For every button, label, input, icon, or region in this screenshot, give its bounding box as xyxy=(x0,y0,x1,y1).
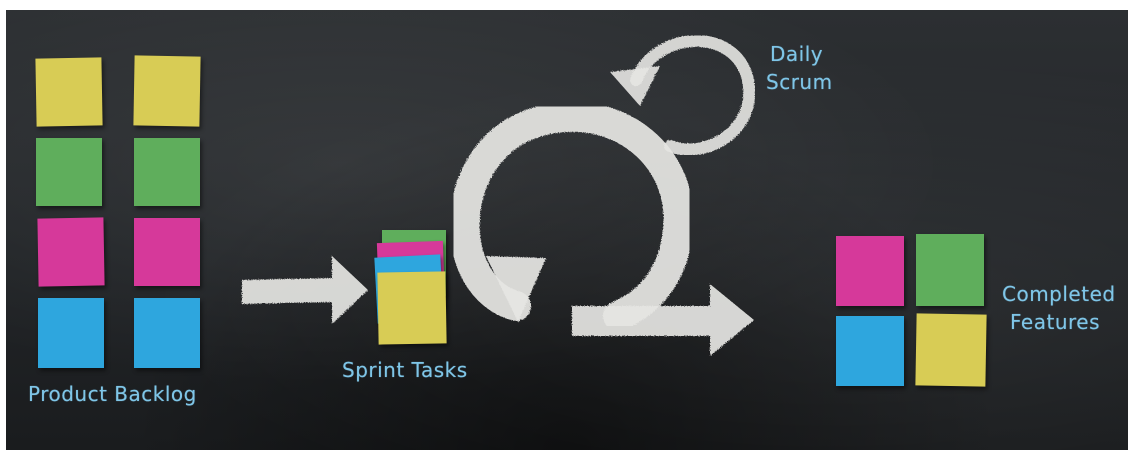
sprint-tasks-label: Sprint Tasks xyxy=(342,358,468,382)
daily-scrum-label-line1: Daily xyxy=(770,42,824,66)
completed-note-blue xyxy=(836,316,904,386)
completed-note-pink xyxy=(836,236,904,306)
arrow-to-completed xyxy=(572,284,754,356)
chalk-drawings xyxy=(242,35,756,356)
backlog-note-green-1 xyxy=(36,138,102,206)
sprint-cycle-arrowhead xyxy=(486,256,546,322)
completed-note-green xyxy=(916,234,984,306)
completed-label-line1: Completed xyxy=(1002,282,1116,306)
arrow-to-sprint xyxy=(242,256,368,324)
backlog-note-blue-1 xyxy=(38,298,104,368)
completed-label-line2: Features xyxy=(1010,310,1100,334)
sprint-cycle-loop xyxy=(449,101,694,331)
chalkboard: Product Backlog Sprint Tasks Completed F… xyxy=(6,10,1128,450)
daily-scrum-loop xyxy=(630,35,756,156)
product-backlog-label: Product Backlog xyxy=(28,382,197,406)
daily-scrum-arrowhead xyxy=(610,66,660,106)
backlog-note-green-2 xyxy=(134,138,200,206)
daily-scrum-label-line2: Scrum xyxy=(766,70,833,94)
backlog-note-pink-2 xyxy=(134,218,200,286)
backlog-note-blue-2 xyxy=(134,298,200,368)
